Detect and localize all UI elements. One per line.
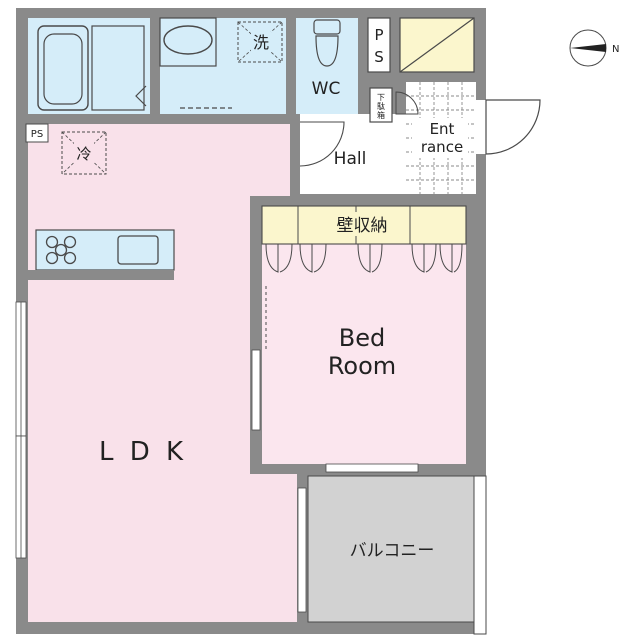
bathroom <box>28 18 150 114</box>
ps-top-s: S <box>374 48 384 66</box>
balcony-floor <box>307 475 475 623</box>
hall-entrance-door <box>395 91 419 115</box>
fridge-label: 冷 <box>76 145 91 163</box>
ps-left-label: PS <box>31 129 43 140</box>
fridge-space <box>61 131 107 175</box>
ldk-label: L D K <box>99 437 187 467</box>
kitchen-counter <box>35 229 175 271</box>
washer-label: 洗 <box>253 33 269 52</box>
shoe-box-3: 箱 <box>377 110 385 120</box>
ps-top <box>367 17 391 73</box>
hall-floor <box>300 114 406 194</box>
shoe-box <box>369 87 393 123</box>
shoe-box-1: 下 <box>377 93 385 102</box>
ps-top-p: P <box>374 26 383 44</box>
closet-door-swings <box>265 243 463 273</box>
vanity-counter <box>159 17 217 67</box>
wc-label: WC <box>312 79 341 99</box>
hall-label: Hall <box>334 149 367 169</box>
shower-area <box>91 25 145 111</box>
north-arrow-icon: N <box>569 29 619 67</box>
bedroom-label-1: Bed <box>339 324 385 352</box>
bathtub-inner <box>43 33 83 105</box>
bedroom-label-2: Room <box>328 352 396 380</box>
storage-shaft-diagonal <box>399 17 475 73</box>
ldk-balcony-window <box>297 487 307 613</box>
hall-door-arc <box>299 121 345 167</box>
entrance-label-1: Ent <box>430 120 455 138</box>
washer-space <box>237 21 283 63</box>
balcony-parapet <box>473 475 487 635</box>
stove-burners-icon <box>45 235 77 265</box>
ps-left <box>25 123 49 143</box>
shoe-box-2: 駄 <box>377 101 385 111</box>
kitchen-sink <box>117 235 159 265</box>
bath-door <box>135 85 147 107</box>
toilet-tank <box>313 19 341 35</box>
bedroom-window <box>325 463 419 473</box>
bedroom-floor <box>262 206 466 464</box>
sink-basin <box>163 25 213 55</box>
kitchen-counter-base <box>28 270 174 280</box>
closet-label: 壁収納 <box>337 216 388 236</box>
front-door-swing <box>485 99 541 155</box>
toilet-bowl <box>315 35 339 67</box>
north-label: N <box>612 44 619 55</box>
bathtub <box>37 25 89 111</box>
entrance-label-2: rance <box>421 138 463 156</box>
balcony-label: バルコニー <box>350 541 435 561</box>
